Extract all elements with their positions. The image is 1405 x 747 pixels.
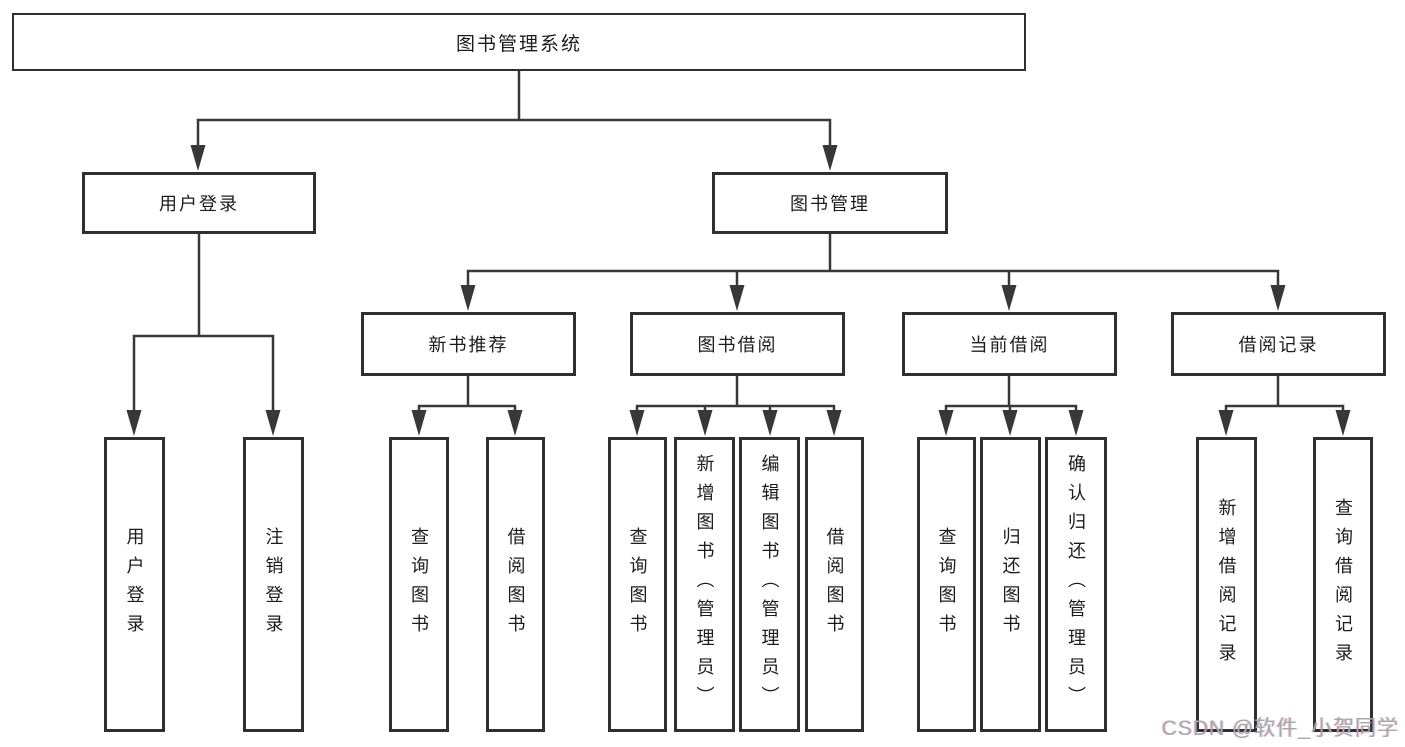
node-book-borrow-label: 图书借阅 xyxy=(697,335,778,355)
node-current-borrow-label: 当前借阅 xyxy=(969,335,1050,355)
leaf-borrow-books-newrec: 借阅图书 xyxy=(486,437,545,732)
connector-bookmgmt-split xyxy=(466,269,1280,292)
leaf-edit-books-admin: 编辑图书（管理员） xyxy=(739,437,800,732)
node-book-management: 图书管理 xyxy=(712,172,948,234)
leaf-query-books-newrec-label: 查询图书 xyxy=(409,526,429,643)
connector-bookmgmt-mid-stubs xyxy=(735,271,1011,292)
leaf-query-borrow-record-label: 查询借阅记录 xyxy=(1333,497,1353,672)
node-new-book-recommend: 新书推荐 xyxy=(361,312,576,376)
leaf-logout-login: 注销登录 xyxy=(243,437,304,732)
node-book-management-label: 图书管理 xyxy=(790,194,870,214)
leaf-query-books-current: 查询图书 xyxy=(917,437,976,732)
leaf-add-books-admin: 新增图书（管理员） xyxy=(674,437,735,732)
connector-userlogin-split xyxy=(132,334,275,418)
connector-borrow-split xyxy=(635,404,836,416)
connector-newrec-split xyxy=(417,404,517,416)
leaf-query-books-newrec: 查询图书 xyxy=(389,437,449,732)
leaf-confirm-return-admin-label: 确认归还（管理员） xyxy=(1066,454,1086,715)
node-user-login: 用户登录 xyxy=(82,172,316,234)
leaf-query-books-borrow: 查询图书 xyxy=(608,437,667,732)
leaf-return-books: 归还图书 xyxy=(980,437,1041,732)
leaf-return-books-label: 归还图书 xyxy=(1000,526,1021,643)
leaf-query-books-current-label: 查询图书 xyxy=(936,526,957,643)
leaf-confirm-return-admin: 确认归还（管理员） xyxy=(1045,437,1107,732)
leaf-user-login-label: 用户登录 xyxy=(124,526,145,643)
node-root-label: 图书管理系统 xyxy=(455,33,582,55)
leaf-add-borrow-record-label: 新增借阅记录 xyxy=(1216,497,1237,672)
node-borrow-records-label: 借阅记录 xyxy=(1238,335,1319,355)
connector-borrow-mid-stubs xyxy=(703,406,772,416)
node-new-book-recommend-label: 新书推荐 xyxy=(428,335,509,355)
leaf-edit-books-admin-label: 编辑图书（管理员） xyxy=(759,454,780,715)
leaf-borrow-books-borrow-label: 借阅图书 xyxy=(824,526,845,643)
arrowheads xyxy=(126,145,1351,436)
leaf-user-login: 用户登录 xyxy=(104,437,165,732)
node-root: 图书管理系统 xyxy=(12,13,1026,71)
leaf-borrow-books-borrow: 借阅图书 xyxy=(805,437,864,732)
leaf-query-borrow-record: 查询借阅记录 xyxy=(1313,437,1373,732)
node-user-login-label: 用户登录 xyxy=(159,194,239,214)
leaf-borrow-books-newrec-label: 借阅图书 xyxy=(505,526,526,643)
csdn-watermark: CSDN @软件_小贺同学 xyxy=(1161,717,1399,740)
connector-root-split xyxy=(196,118,832,150)
leaf-query-books-borrow-label: 查询图书 xyxy=(627,526,648,643)
leaf-logout-login-label: 注销登录 xyxy=(263,526,284,643)
node-book-borrow: 图书借阅 xyxy=(630,312,845,376)
node-current-borrow: 当前借阅 xyxy=(902,312,1117,376)
leaf-add-books-admin-label: 新增图书（管理员） xyxy=(694,454,715,715)
leaf-add-borrow-record: 新增借阅记录 xyxy=(1196,437,1257,732)
connector-records-split xyxy=(1224,404,1345,416)
node-borrow-records: 借阅记录 xyxy=(1171,312,1386,376)
